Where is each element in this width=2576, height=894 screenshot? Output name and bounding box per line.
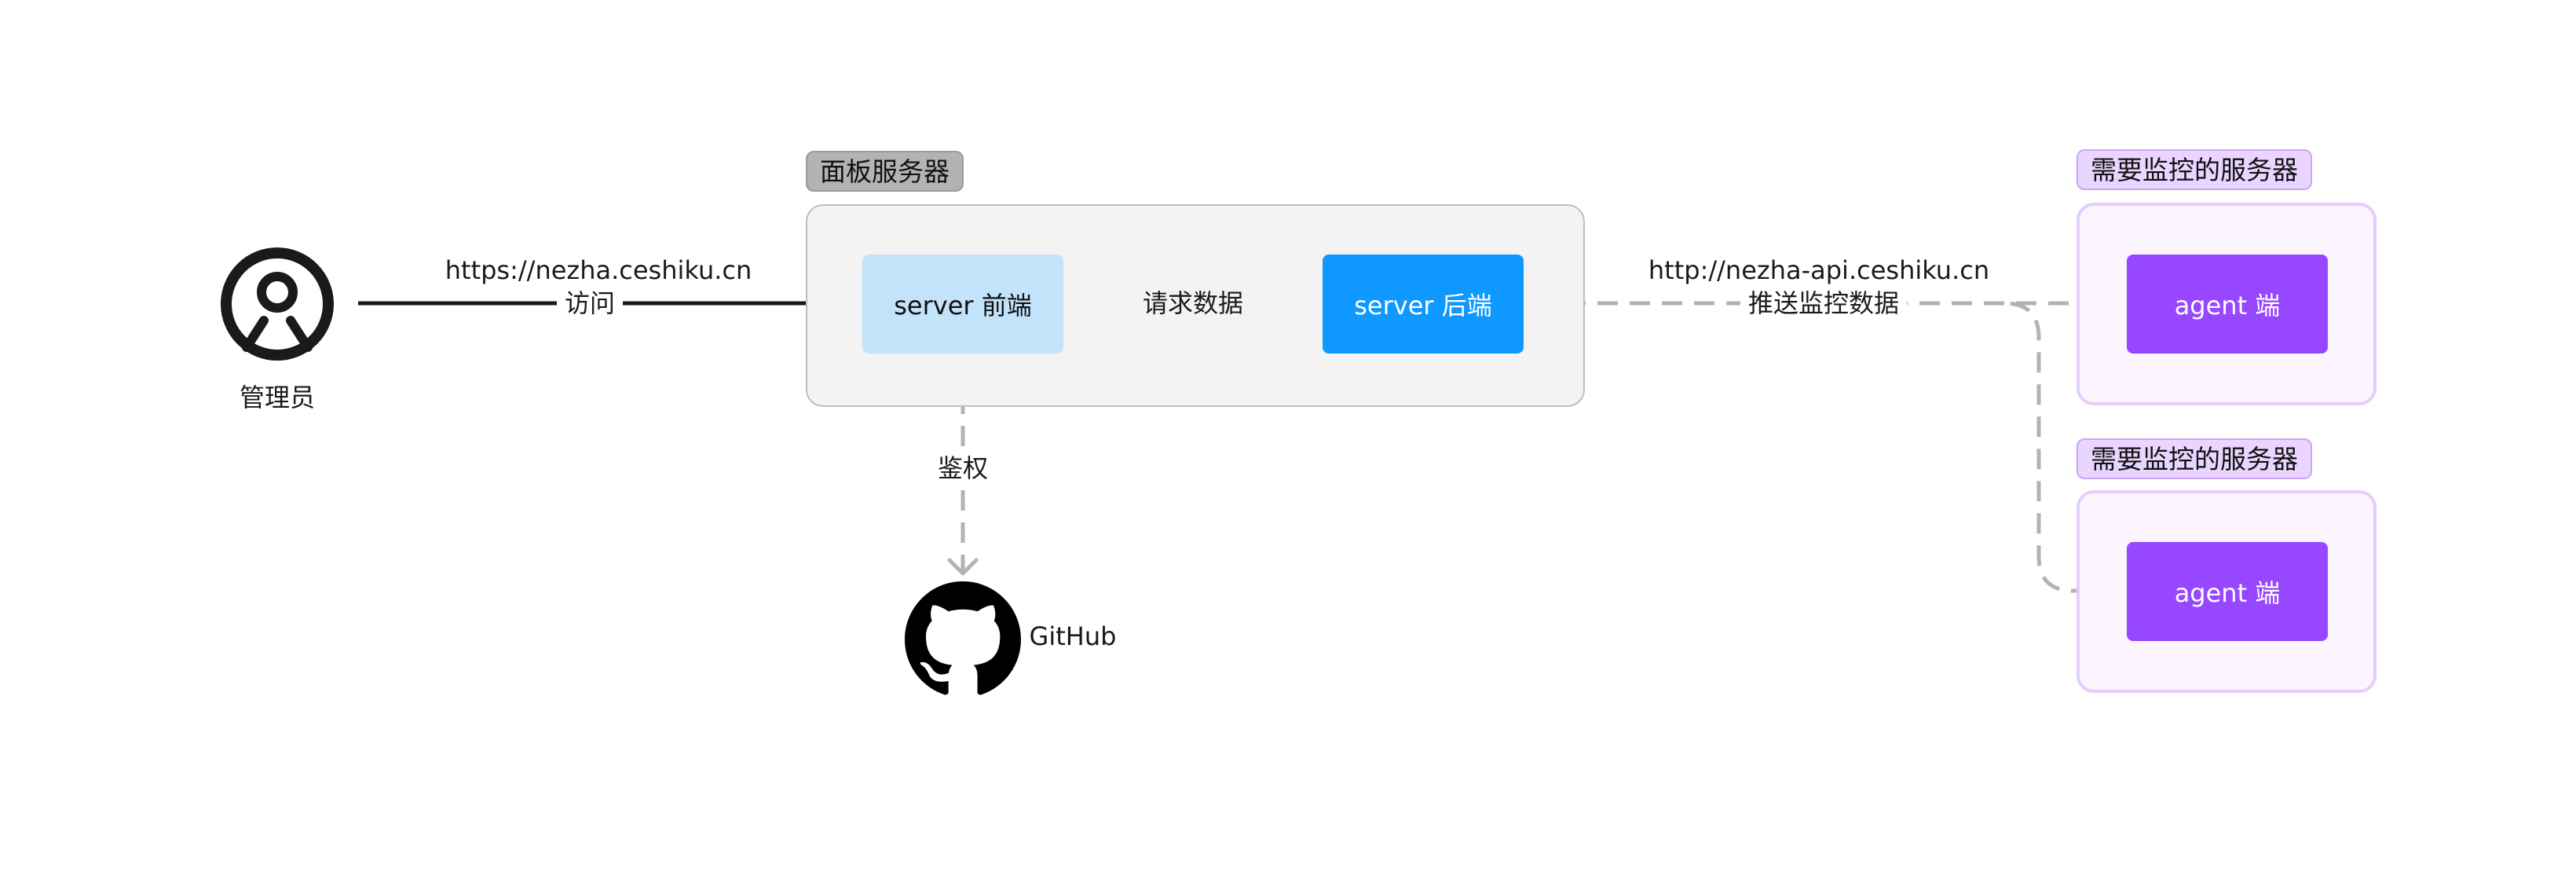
- auth-arrowhead-bottom: [947, 558, 979, 576]
- push-url-label: http://nezha-api.ceshiku.cn: [1648, 255, 1990, 285]
- request-data-label: 请求数据: [1134, 288, 1252, 319]
- panel-server-tag: 面板服务器: [806, 151, 964, 192]
- monitored-server-tag-2: 需要监控的服务器: [2077, 438, 2312, 479]
- github-label: GitHub: [1029, 621, 1117, 651]
- push-connector-2: [2003, 301, 2124, 593]
- monitored-server-tag-1: 需要监控的服务器: [2077, 149, 2312, 190]
- server-frontend-node[interactable]: server 前端: [862, 255, 1063, 354]
- agent-node-2[interactable]: agent 端: [2127, 542, 2328, 641]
- user-circle-icon: [221, 247, 334, 361]
- server-backend-node[interactable]: server 后端: [1323, 255, 1524, 354]
- auth-label: 鉴权: [929, 452, 997, 484]
- access-label: 访问: [556, 288, 624, 319]
- push-data-label: 推送监控数据: [1740, 288, 1908, 319]
- agent-node-1[interactable]: agent 端: [2127, 255, 2328, 354]
- github-octocat-icon: [905, 581, 1021, 695]
- admin-label: 管理员: [239, 383, 316, 412]
- access-url-label: https://nezha.ceshiku.cn: [445, 255, 752, 285]
